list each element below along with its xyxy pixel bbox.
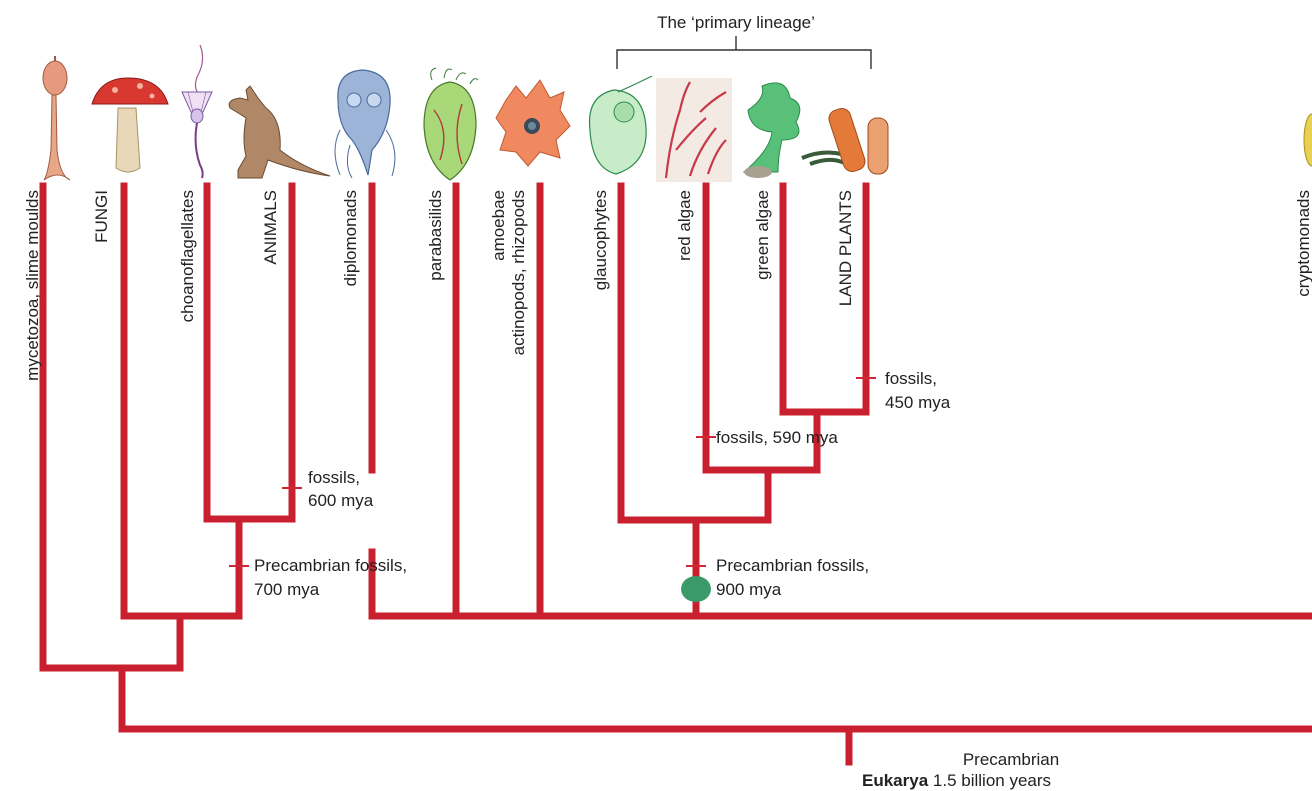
fossil-note-land-plants-line1: fossils, xyxy=(885,369,937,388)
fossil-note-animals-line2: 600 mya xyxy=(308,491,374,510)
red-alga-illustration xyxy=(656,78,732,182)
endosymbiosis-marker xyxy=(681,576,711,602)
slime-mould-illustration xyxy=(43,56,70,180)
choanoflagellate-illustration xyxy=(182,45,212,178)
fossil-note-animals-line1: fossils, xyxy=(308,468,360,487)
root-label-line2: Eukarya 1.5 billion years xyxy=(862,771,1051,790)
primary-lineage-label: The ‘primary lineage’ xyxy=(657,13,815,32)
taxon-label-actinopods: actinopods, rhizopods xyxy=(509,190,528,355)
kangaroo-illustration xyxy=(229,86,330,178)
fossil-note-red-algae: fossils, 590 mya xyxy=(716,428,838,447)
taxon-label-fungi: FUNGI xyxy=(92,190,111,243)
land-plant-illustration xyxy=(802,106,888,174)
cryptomonad-illustration xyxy=(1304,114,1312,166)
taxon-label-animals: ANIMALS xyxy=(261,190,280,265)
fossil-note-land-plants-line2: 450 mya xyxy=(885,393,951,412)
fossil-note-900-line2: 900 mya xyxy=(716,580,782,599)
taxon-label-amoebae: amoebae xyxy=(489,190,508,261)
parabasilid-illustration xyxy=(424,68,478,180)
taxon-label-cryptomonads: cryptomonads xyxy=(1294,190,1312,297)
root-label-line1: Precambrian xyxy=(963,750,1059,769)
green-alga-illustration xyxy=(744,83,800,178)
fossil-note-700-line1: Precambrian fossils, xyxy=(254,556,407,575)
fossil-note-700-line2: 700 mya xyxy=(254,580,320,599)
root-label-age: 1.5 billion years xyxy=(928,771,1051,790)
taxon-label-diplomonads: diplomonads xyxy=(341,190,360,286)
root-label-eukarya: Eukarya xyxy=(862,771,929,790)
taxon-label-red-algae: red algae xyxy=(675,190,694,261)
glaucophyte-illustration xyxy=(590,76,653,174)
taxon-label-green-algae: green algae xyxy=(753,190,772,280)
mushroom-illustration xyxy=(92,78,168,172)
primary-lineage-bracket xyxy=(617,36,871,69)
taxon-label-glaucophytes: glaucophytes xyxy=(591,190,610,290)
taxon-label-choanoflagellates: choanoflagellates xyxy=(178,190,197,322)
tree-branches xyxy=(43,186,1312,762)
diplomonad-illustration xyxy=(335,70,395,178)
taxon-label-mycetozoa: mycetozoa, slime moulds xyxy=(23,190,42,381)
amoeba-illustration xyxy=(496,80,570,166)
taxon-label-land-plants: LAND PLANTS xyxy=(836,190,855,306)
fossil-note-900-line1: Precambrian fossils, xyxy=(716,556,869,575)
taxon-label-parabasilids: parabasilids xyxy=(426,190,445,281)
